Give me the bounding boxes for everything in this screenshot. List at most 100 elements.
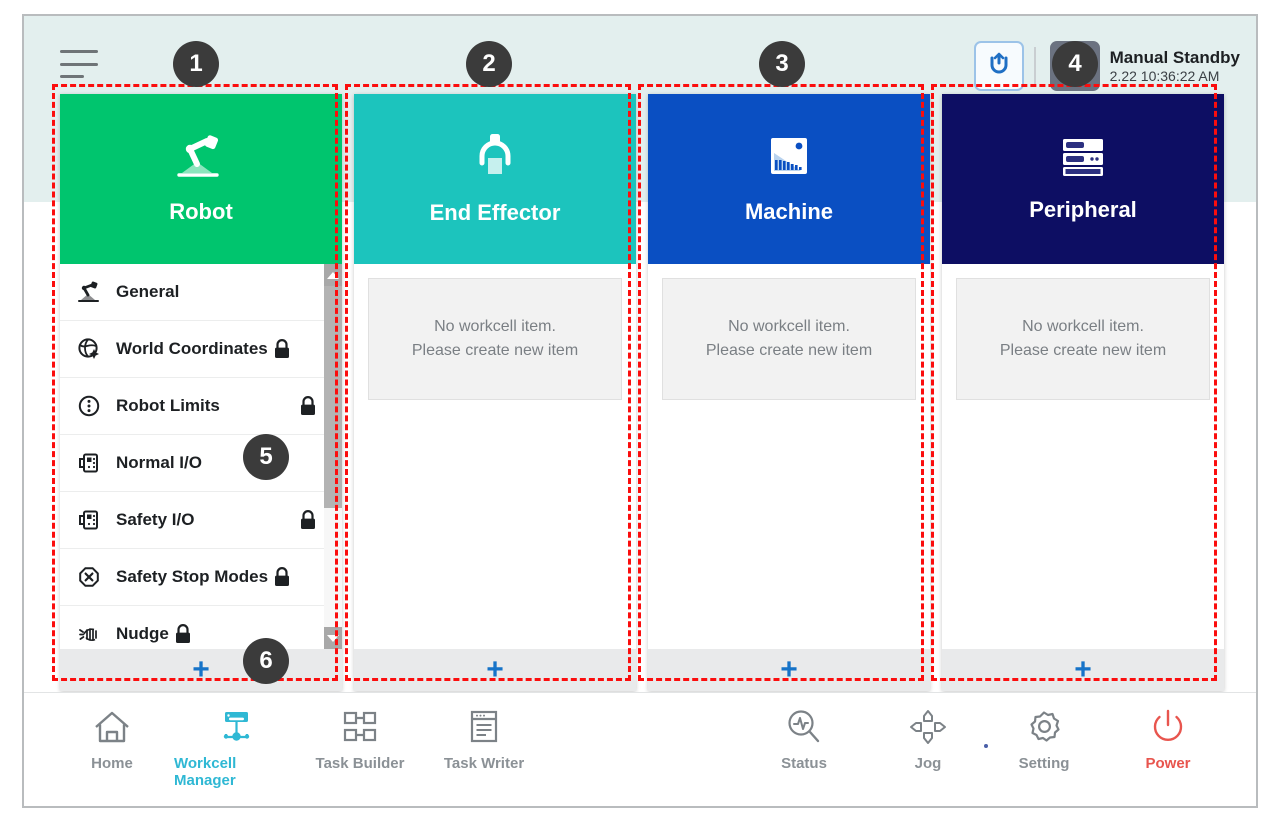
empty-state-line1: No workcell item. [434,318,556,335]
column-body-peripheral: No workcell item. Please create new item [942,264,1224,649]
list-item-label: Normal I/O [116,453,202,472]
gear-icon [1024,707,1064,747]
list-item-robot-limits[interactable]: Robot Limits [60,378,324,435]
list-item-safety-io[interactable]: Safety I/O [60,492,324,549]
list-item-world-coordinates[interactable]: World Coordinates [60,321,324,378]
hamburger-menu-icon[interactable] [60,46,104,82]
nav-item-jog[interactable]: Jog [866,707,990,772]
nav-label: Task Writer [443,755,525,772]
workcell-column-robot: Robot [60,94,342,691]
list-item-general[interactable]: General [60,264,324,321]
nav-item-task-writer[interactable]: Task Writer [422,707,546,789]
annotation-badge-6: 6 [243,638,289,684]
header-status-area: Manual Standby 2.22 10:36:22 AM [973,40,1240,92]
nav-label: Jog [914,755,942,772]
list-item-label: Robot Limits [116,396,220,415]
nav-label: Task Builder [315,755,405,772]
list-item-label: World Coordinates [116,339,268,358]
column-header-peripheral[interactable]: Peripheral [942,94,1224,264]
list-item-label: Safety I/O [116,510,195,529]
jog-dpad-icon [908,707,948,747]
column-body-machine: No workcell item. Please create new item [648,264,930,649]
list-item-safety-stop-modes[interactable]: Safety Stop Modes [60,549,324,606]
list-item-normal-io[interactable]: Normal I/O [60,435,324,492]
plus-icon: + [192,653,210,686]
plus-icon: + [780,653,798,686]
empty-state-peripheral: No workcell item. Please create new item [956,278,1210,400]
nav-item-status[interactable]: Status [742,707,866,772]
nav-label: Setting [1018,755,1070,772]
status-text-block: Manual Standby 2.22 10:36:22 AM [1110,47,1240,86]
lock-icon [272,338,292,360]
nav-item-task-builder[interactable]: Task Builder [298,707,422,789]
safety-io-icon [74,508,104,532]
robot-list-scrollbar[interactable] [324,264,342,649]
add-robot-button[interactable]: + [60,649,342,691]
add-machine-button[interactable]: + [648,649,930,691]
robot-arm-small-icon [74,281,104,303]
nav-label: Power [1145,755,1191,772]
column-body-end-effector: No workcell item. Please create new item [354,264,636,649]
list-item-label: Nudge [116,624,169,643]
column-header-machine[interactable]: Machine [648,94,930,264]
annotation-badge-5: 5 [243,434,289,480]
gripper-rotate-icon[interactable] [973,41,1024,91]
stray-dot-marker [984,743,988,748]
home-icon [92,707,132,747]
scrollbar-thumb[interactable] [324,286,342,508]
plus-icon: + [1074,653,1092,686]
lock-icon [173,623,193,645]
column-label-machine: Machine [744,199,834,224]
end-effector-gripper-icon [479,134,511,174]
nav-item-home[interactable]: Home [50,707,174,789]
workcell-column-end-effector: End Effector No workcell item. Please cr… [354,94,636,691]
add-end-effector-button[interactable]: + [354,649,636,691]
list-item-nudge[interactable]: Nudge [60,606,324,649]
task-writer-icon [465,707,503,747]
add-peripheral-button[interactable]: + [942,649,1224,691]
column-body-robot: General World Coordinates [60,264,342,649]
nav-label: Workcell Manager [174,755,237,789]
empty-state-line1: No workcell item. [728,318,850,335]
chevron-up-icon [327,271,339,279]
empty-state-line2: Please create new item [411,342,579,359]
status-magnifier-icon [784,707,824,747]
device-frame: Manual Standby 2.22 10:36:22 AM Robot [22,14,1258,808]
column-header-robot[interactable]: Robot [60,94,342,264]
nav-item-power[interactable]: Power [1106,707,1230,772]
task-builder-icon [340,707,380,747]
column-header-end-effector[interactable]: End Effector [354,94,636,264]
normal-io-icon [74,451,104,475]
status-title: Manual Standby [1109,47,1240,67]
empty-state-line1: No workcell item. [1022,318,1144,335]
robot-arm-icon [177,135,219,177]
scroll-down-button[interactable] [324,627,342,649]
workcell-columns: Robot [60,94,1224,691]
nav-group-right: Status Jog [742,707,1230,772]
workcell-manager-icon [215,707,257,747]
column-label-peripheral: Peripheral [1029,197,1137,222]
world-coordinates-icon [74,337,104,361]
robot-settings-list: General World Coordinates [60,264,342,649]
annotation-badge-3: 3 [759,41,805,87]
nav-item-workcell-manager[interactable]: Workcell Manager [174,707,298,789]
nav-label: Status [781,755,827,772]
nav-item-setting[interactable]: Setting [982,707,1106,772]
nudge-hand-icon [74,622,104,646]
bottom-navigation-bar: Home Workcell Manage [24,692,1256,806]
column-label-robot: Robot [169,199,233,224]
empty-state-line2: Please create new item [705,342,873,359]
safety-stop-modes-icon [74,565,104,589]
lock-icon [298,395,318,417]
power-icon [1148,707,1188,747]
machine-icon [771,138,807,174]
header-divider [1033,47,1036,85]
plus-icon: + [486,653,504,686]
robot-limits-icon [74,394,104,418]
column-label-end-effector: End Effector [429,200,561,225]
peripheral-rack-icon [1063,139,1103,176]
list-item-label: General [116,282,180,301]
scroll-up-button[interactable] [324,264,342,286]
chevron-down-icon [327,634,339,642]
empty-state-line2: Please create new item [999,342,1167,359]
